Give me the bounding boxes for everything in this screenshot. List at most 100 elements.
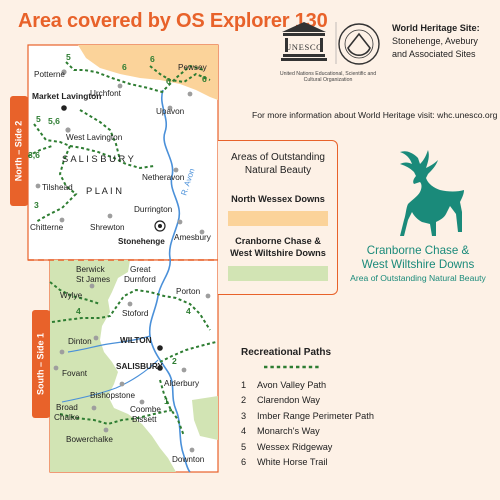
label-porton: Porton [176,287,201,296]
cranborne-logo-line3: Area of Outstanding Natural Beauty [350,273,486,283]
north-wessex-label: North Wessex Downs [231,194,325,204]
cranborne-swatch [228,266,328,281]
label-netheravon: Netheravon [142,173,185,182]
recreational-paths-title: Recreational Paths [241,347,332,358]
label-fovant: Fovant [62,369,88,378]
north-wessex-downs-area [78,45,218,100]
label-chalke: Chalke [54,413,80,422]
label-stoford: Stoford [122,309,149,318]
route-num-56: 5,6 [48,116,60,126]
side-tab-south: South – Side 1 [32,310,50,418]
path-item-number: 3 [241,410,247,421]
unesco-wordmark: UNESCO [285,42,323,52]
path-imber-perimeter-east [69,145,155,170]
label-bowerchalke: Bowerchalke [66,435,113,444]
label-st-james: St James [76,275,110,284]
label-market: Market Lavington [32,91,101,101]
deer-logo-icon [400,150,464,236]
path-item: 5 Wessex Ridgeway [241,440,374,455]
label-salisbury-plain-2: P L A I N [86,185,122,196]
stonehenge-symbol [154,220,166,232]
route-num-36: 3,6 [28,150,40,160]
label-amesbury: Amesbury [174,233,212,242]
aonb-title: Areas of Outstanding Natural Beauty [218,151,338,177]
path-item-name: Avon Valley Path [257,380,327,390]
path-item-name: Wessex Ridgeway [257,441,333,452]
cranborne-logo-line2: West Wiltshire Downs [361,258,475,271]
path-item-name: White Horse Trail [257,457,328,468]
cranborne-label: Cranborne Chase & West Wiltshire Downs [218,235,338,259]
path-ox-drove [59,409,173,426]
label-berwick: Berwick [76,265,106,274]
label-salisbury-plain-1: S A L I S B U R Y [62,153,135,164]
path-item-number: 4 [241,426,247,437]
label-upavon: Upavon [156,107,185,116]
label-downton: Downton [172,455,205,464]
label-pewsey: Pewsey [178,63,208,72]
path-item-number: 5 [241,441,247,452]
path-item-number: 1 [241,380,247,390]
aonb-title-line1: Areas of Outstanding [231,152,325,163]
path-item: 1 Avon Valley Path [241,378,374,393]
side-tab-south-label: South – Side 1 [35,333,45,395]
cranborne-label-line1: Cranborne Chase & [235,236,321,246]
route-num-4a: 4 [76,306,81,316]
label-urchfont: Urchfont [90,89,122,98]
page-title: Area covered by OS Explorer 130 [18,10,328,32]
label-potterne: Potterne [34,70,65,79]
unesco-logos: UNESCO [281,22,380,65]
path-monarchs-way [51,288,211,331]
label-bishopstone: Bishopstone [90,391,136,400]
route-num-6d: 6 [202,74,207,84]
aonb-legend: Areas of Outstanding Natural Beauty Nort… [218,140,338,295]
route-num-6a: 6 [122,62,127,72]
path-symbol-icon [264,365,320,369]
path-item: 4 Monarch's Way [241,424,374,439]
cranborne-logo-line1: Cranborne Chase & [366,244,470,257]
world-heritage-heading: World Heritage Site: [392,23,480,33]
world-heritage-info: World Heritage Site: Stonehenge, Avebury… [392,22,500,61]
label-broad: Broad [56,403,78,412]
path-item-name: Clarendon Way [257,395,320,406]
path-wessex-ridgeway-north [65,61,205,94]
path-imber-perimeter-west [33,123,78,223]
path-item-number: 2 [241,395,247,406]
label-durrington: Durrington [134,205,173,214]
label-shrewton: Shrewton [90,223,125,232]
settlement-dots [35,69,211,453]
path-south-west [49,281,101,305]
label-west-lavington: West Lavington [66,133,123,142]
aonb-title-line2: Natural Beauty [244,165,312,176]
path-item: 3 Imber Range Perimeter Path [241,409,374,424]
route-num-6b: 6 [150,54,155,64]
path-wessex-ridgeway-mid [79,109,121,161]
path-item-name: Imber Range Perimeter Path [257,410,374,421]
path-item-name: Monarch's Way [257,426,320,437]
side-tab-north-label: North – Side 2 [13,121,23,182]
route-num-5b: 5 [36,114,41,124]
label-wilton: WILTON [120,336,152,345]
north-wessex-swatch [228,211,328,226]
cranborne-chase-area [50,260,176,472]
route-num-2: 2 [172,356,177,366]
label-coombe: Coombe [130,405,161,414]
recreational-paths [27,61,217,437]
side-tab-north: North – Side 2 [10,96,28,206]
cranborne-logo-text: Cranborne Chase & West Wiltshire Downs A… [348,244,488,284]
route-num-6c: 6 [166,76,171,86]
label-chitterne: Chitterne [30,223,64,232]
world-heritage-line1: Stonehenge, Avebury [392,36,478,46]
label-durnford: Durnford [124,275,156,284]
cranborne-chase-area-east [192,396,218,440]
label-wylye: Wylye [60,291,83,300]
label-great: Great [130,265,151,274]
unesco-org-name: United Nations Educational, Scientific a… [279,71,377,84]
label-stonehenge: Stonehenge [118,237,165,246]
path-avon-valley [159,379,185,437]
river-nadder [61,359,159,403]
world-heritage-emblem-icon [338,23,380,65]
cranborne-label-line2: West Wiltshire Downs [230,248,326,258]
